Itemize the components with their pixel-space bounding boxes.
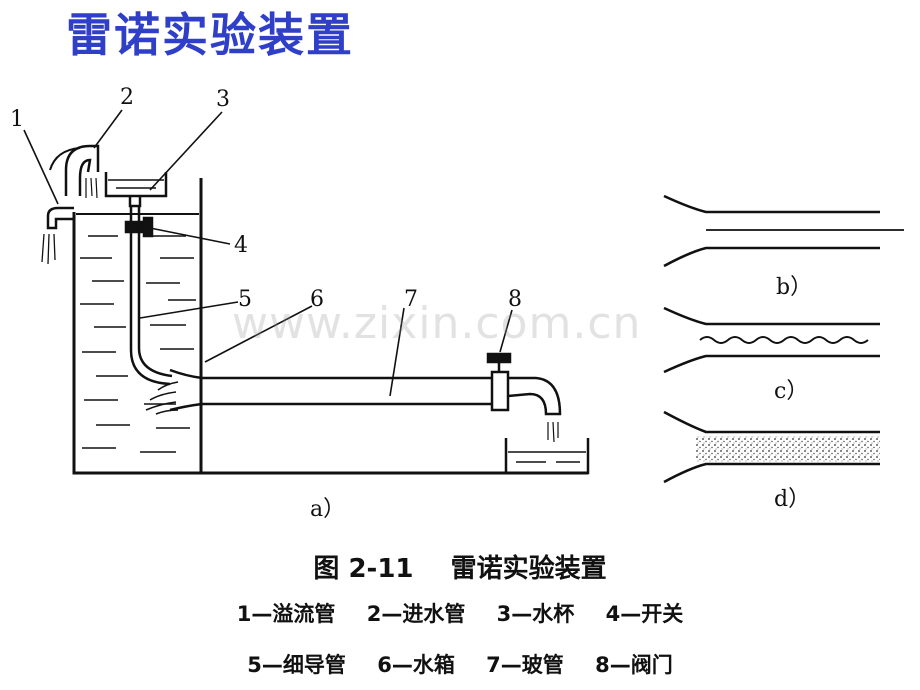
figure-number: 图 2-11 [313,554,414,584]
glass-tube [145,368,492,415]
dye-cup [104,172,168,208]
collecting-basin [504,438,590,475]
legend-item-overflow-pipe: 1—溢流管 [236,602,336,626]
subfigure-label-c: c） [774,379,808,404]
watermark: www.zixin.com.cn [232,298,642,349]
label-4-valve: 4 [234,233,248,258]
label-6-water-tank: 6 [310,287,324,312]
flow-pattern-turbulent [663,410,880,484]
legend-item-outlet-valve: 8—阀门 [595,653,673,677]
subfigure-label-a: a） [310,497,345,522]
label-2-inlet-pipe: 2 [120,85,134,110]
overflow-pipe [41,206,74,265]
outlet-valve [486,352,562,443]
figure-title: 雷诺实验装置 [450,554,607,584]
legend-item-glass-tube: 7—玻管 [486,653,564,677]
legend-row-2: 5—细导管 6—水箱 7—玻管 8—阀门 [0,649,920,679]
legend-item-valve: 4—开关 [605,602,684,626]
label-5-thin-tube: 5 [238,287,252,312]
legend-item-thin-tube: 5—细导管 [247,653,346,677]
flow-pattern-laminar [663,194,904,268]
figure-caption: 图 2-11 雷诺实验装置 [0,548,920,585]
label-3-dye-cup: 3 [216,87,230,112]
legend-item-dye-cup: 3—水杯 [496,602,575,626]
dye-valve [124,216,154,238]
thin-dye-tube [129,206,173,386]
subfigure-label-d: d） [774,487,810,512]
subfigure-label-b: b） [776,275,812,300]
flow-pattern-transition [663,306,880,374]
inlet-pipe [49,144,100,199]
label-1-overflow-pipe: 1 [10,107,24,132]
legend-item-inlet-pipe: 2—进水管 [366,602,466,626]
water-tank [72,178,588,475]
legend-row-1: 1—溢流管 2—进水管 3—水杯 4—开关 [0,598,920,628]
leader-lines [23,109,513,397]
legend-item-water-tank: 6—水箱 [377,653,455,677]
label-7-glass-tube: 7 [404,287,418,312]
slide-title: 雷诺实验装置 [66,8,354,62]
label-8-outlet-valve: 8 [508,287,522,312]
